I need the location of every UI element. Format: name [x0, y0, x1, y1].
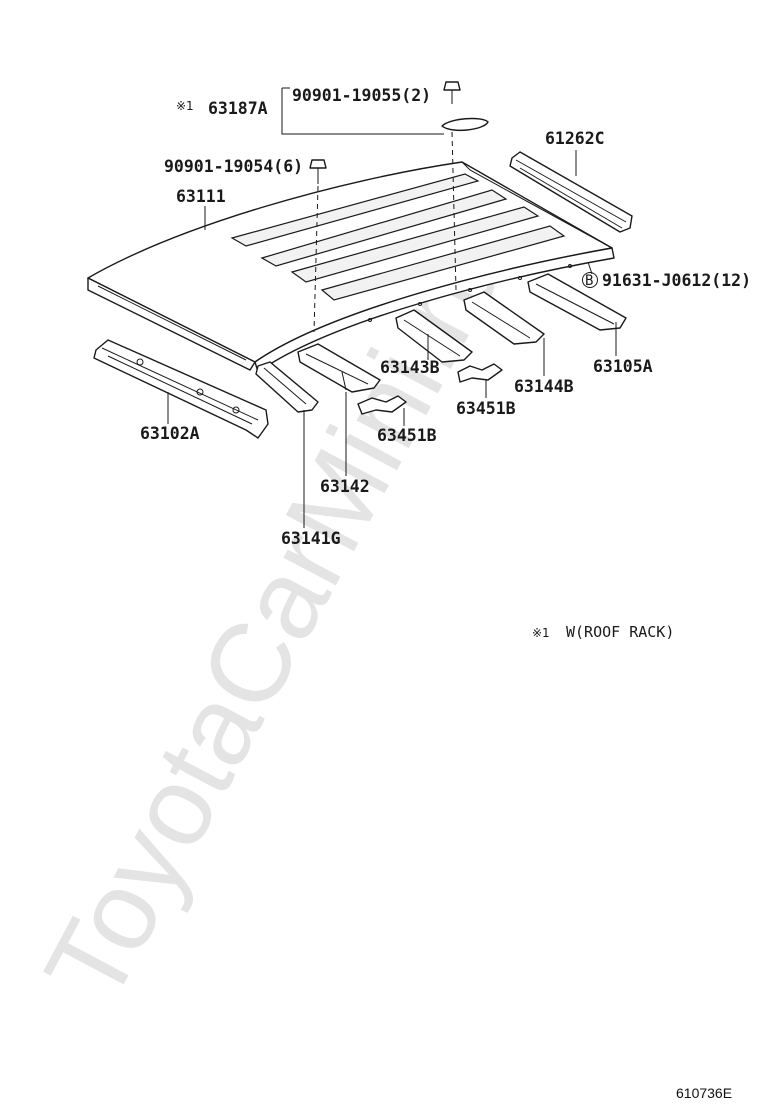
bolt-90901-19054-icon — [309, 159, 327, 184]
label-63451B-right: 63451B — [456, 399, 516, 418]
label-63141G: 63141G — [281, 529, 341, 548]
label-90901-19055: 90901-19055(2) — [292, 86, 431, 105]
label-63451B-left: 63451B — [377, 426, 437, 445]
footnote-mark-callout: ※1 — [176, 99, 194, 113]
label-61262C: 61262C — [545, 129, 605, 148]
bow-63143B-shape — [395, 309, 473, 363]
footnote-text: W(ROOF RACK) — [566, 623, 674, 641]
bolt-90901-19055-icon — [441, 81, 489, 132]
header-63102A-shape — [93, 339, 269, 439]
label-63144B: 63144B — [514, 377, 574, 396]
label-63142: 63142 — [320, 477, 370, 496]
roof-panel-shape — [87, 161, 615, 373]
rear-header-63105A-shape — [527, 273, 627, 331]
rail-61262C-shape — [509, 151, 633, 233]
label-63102A: 63102A — [140, 424, 200, 443]
label-63111: 63111 — [176, 187, 226, 206]
callout-b-circle — [582, 272, 598, 288]
bolt-19054-guide-line — [313, 185, 319, 333]
footnote-mark: ※1 — [532, 626, 550, 640]
bow-63144B-shape — [463, 291, 545, 345]
bow-63142-shape — [297, 343, 381, 393]
bracket-63451B-left-shape — [357, 395, 407, 415]
callout-b-letter: B — [585, 273, 593, 289]
bracket-63451B-right-shape — [457, 363, 503, 383]
leader-63187A — [281, 88, 444, 135]
diagram-code: 610736E — [676, 1085, 732, 1101]
bow-63141G-shape — [255, 361, 319, 413]
label-63187A: 63187A — [208, 99, 268, 118]
label-63105A: 63105A — [593, 357, 653, 376]
label-91631-J0612: 91631-J0612(12) — [602, 271, 751, 290]
leader-91631 — [587, 261, 593, 275]
label-90901-19054: 90901-19054(6) — [164, 157, 303, 176]
label-63143B: 63143B — [380, 358, 440, 377]
